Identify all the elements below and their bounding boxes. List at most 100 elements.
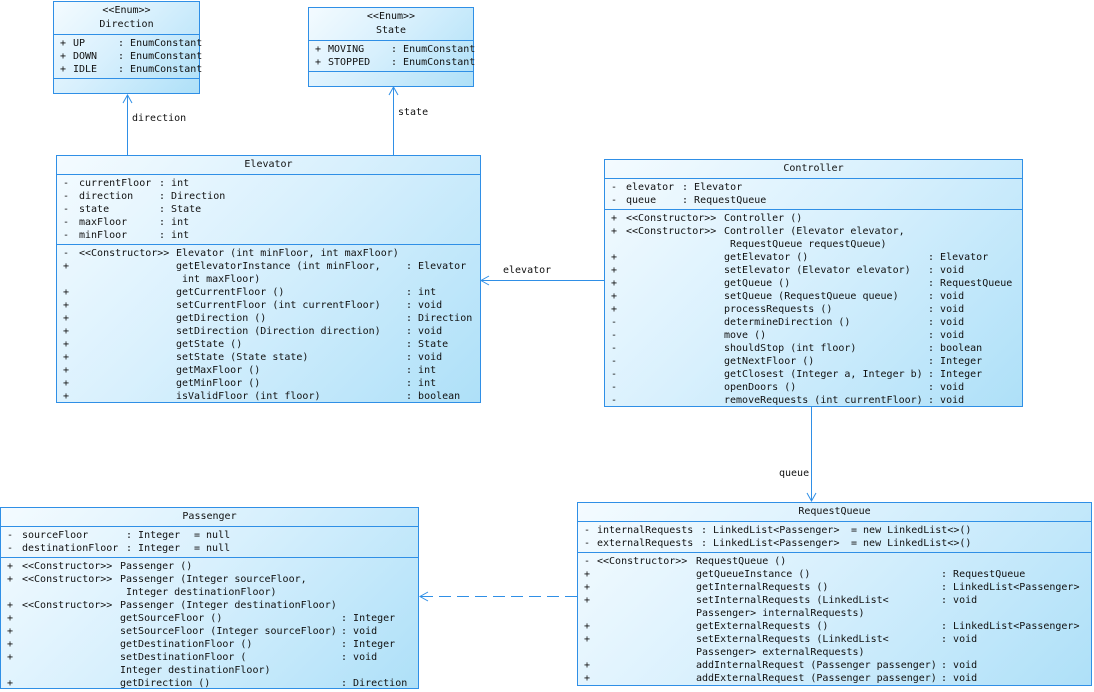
attributes-section: +MOVINGEnumConstant+STOPPEDEnumConstant (309, 41, 475, 72)
return-type: int (406, 286, 436, 299)
operation-row[interactable]: +getElevatorInstance (int minFloor,Eleva… (57, 260, 480, 273)
operation-row[interactable]: -<<Constructor>>RequestQueue () (578, 555, 1091, 568)
attribute-row[interactable]: -destinationFloorInteger= null (1, 542, 418, 555)
operation-row[interactable]: +setDestinationFloor (void (1, 651, 418, 664)
operation-row[interactable]: +getElevator ()Elevator (605, 251, 1022, 264)
operation-row[interactable]: +setCurrentFloor (int currentFloor)void (57, 299, 480, 312)
operation-row[interactable]: +setState (State state)void (57, 351, 480, 364)
class-passenger[interactable]: Passenger -sourceFloorInteger= null-desti… (0, 507, 419, 689)
class-direction[interactable]: <<Enum>>Direction +UPEnumConstant+DOWNEnu… (53, 1, 202, 94)
attribute-row[interactable]: +IDLEEnumConstant (54, 63, 202, 76)
class-requestqueue[interactable]: RequestQueue-internalRequestsLinkedList<… (577, 502, 1092, 686)
operation-row[interactable]: -openDoors ()void (605, 381, 1022, 394)
visibility: - (611, 195, 618, 206)
operation-row[interactable]: -getNextFloor ()Integer (605, 355, 1022, 368)
visibility: - (63, 217, 70, 228)
operation-row[interactable]: -move ()void (605, 329, 1022, 342)
operation-signature: getQueueInstance () (696, 569, 811, 580)
association-label-queue: queue (779, 468, 810, 479)
operation-row[interactable]: +getState ()State (57, 338, 480, 351)
class-controller[interactable]: Controller -elevatorElevator-queueRequest… (604, 159, 1023, 407)
return-type: Integer (928, 368, 982, 381)
operation-signature: Controller (Elevator elevator, (724, 226, 905, 237)
return-type: LinkedList<Passenger> (941, 620, 1079, 633)
class-elevator[interactable]: Elevator -currentFloorint-directionDirect… (56, 155, 481, 403)
return-type: Elevator (406, 260, 466, 273)
operation-row[interactable]: +setInternalRequests (LinkedList<void (578, 594, 1091, 607)
operation-row[interactable]: -determineDirection ()void (605, 316, 1022, 329)
operation-row[interactable]: +getMinFloor ()int (57, 377, 480, 390)
operation-row[interactable]: +getMaxFloor ()int (57, 364, 480, 377)
attribute-row[interactable]: -elevatorElevator (605, 181, 1022, 194)
operation-row[interactable]: +getExternalRequests ()LinkedList<Passen… (578, 620, 1091, 633)
visibility: + (63, 300, 70, 311)
attribute-row[interactable]: -sourceFloorInteger= null (1, 529, 418, 542)
attribute-row[interactable]: -directionDirection (57, 190, 480, 203)
attribute-type: EnumConstant (118, 63, 202, 76)
return-type: boolean (406, 390, 460, 403)
operation-row[interactable]: +setSourceFloor (Integer sourceFloor)voi… (1, 625, 418, 638)
attribute-row[interactable]: +MOVINGEnumConstant (309, 43, 475, 56)
operation-row[interactable]: +setElevator (Elevator elevator)void (605, 264, 1022, 277)
operation-row[interactable]: +addInternalRequest (Passenger passenger… (578, 659, 1091, 672)
visibility: - (611, 343, 618, 354)
operation-signature: Controller () (724, 213, 803, 224)
operation-row[interactable]: +getQueue ()RequestQueue (605, 277, 1022, 290)
operation-row[interactable]: +getDirection ()Direction (1, 677, 418, 690)
operation-row[interactable]: +<<Constructor>>Passenger (Integer sourc… (1, 573, 418, 586)
class-name: State (375, 25, 407, 36)
return-type: LinkedList<Passenger> (941, 581, 1079, 594)
operation-row[interactable]: -removeRequests (int currentFloor)void (605, 394, 1022, 407)
operation-row[interactable]: +<<Constructor>>Controller (Elevator ele… (605, 225, 1022, 238)
operation-row[interactable]: -shouldStop (int floor)boolean (605, 342, 1022, 355)
attribute-row[interactable]: -stateState (57, 203, 480, 216)
class-header: Controller (605, 160, 1022, 179)
operation-row[interactable]: +setQueue (RequestQueue queue)void (605, 290, 1022, 303)
operation-row[interactable]: +<<Constructor>>Passenger () (1, 560, 418, 573)
attribute-row[interactable]: -externalRequestsLinkedList<Passenger>= … (578, 537, 1091, 550)
attribute-row[interactable]: -queueRequestQueue (605, 194, 1022, 207)
attribute-row[interactable]: +UPEnumConstant (54, 37, 202, 50)
operation-continuation[interactable]: int maxFloor) (57, 273, 480, 286)
attribute-row[interactable]: -minFloorint (57, 229, 480, 242)
operation-continuation[interactable]: Integer destinationFloor) (1, 586, 418, 599)
operation-row[interactable]: +getCurrentFloor ()int (57, 286, 480, 299)
operation-row[interactable]: +<<Constructor>>Passenger (Integer desti… (1, 599, 418, 612)
operation-continuation[interactable]: Integer destinationFloor) (1, 664, 418, 677)
attribute-row[interactable]: +STOPPEDEnumConstant (309, 56, 475, 69)
operation-row[interactable]: +getQueueInstance ()RequestQueue (578, 568, 1091, 581)
visibility: + (7, 574, 14, 585)
operation-row[interactable]: -<<Constructor>>Elevator (int minFloor, … (57, 247, 480, 260)
operation-signature: getClosest (Integer a, Integer b) (724, 369, 923, 380)
operation-row[interactable]: -getClosest (Integer a, Integer b)Intege… (605, 368, 1022, 381)
class-name: Controller (783, 163, 844, 174)
operation-row[interactable]: +processRequests ()void (605, 303, 1022, 316)
return-type: void (941, 672, 977, 685)
operation-continuation[interactable]: Passenger> internalRequests) (578, 607, 1091, 620)
attribute-row[interactable]: -currentFloorint (57, 177, 480, 190)
class-name: Passenger (182, 511, 237, 522)
attribute-row[interactable]: +DOWNEnumConstant (54, 50, 202, 63)
operation-row[interactable]: +getSourceFloor ()Integer (1, 612, 418, 625)
operation-row[interactable]: +getDirection ()Direction (57, 312, 480, 325)
return-type: Direction (406, 312, 472, 325)
attribute-name: UP (73, 38, 86, 49)
operation-row[interactable]: +getInternalRequests ()LinkedList<Passen… (578, 581, 1091, 594)
operation-signature: addExternalRequest (Passenger passenger) (696, 673, 937, 684)
class-header: <<Enum>>Direction (54, 2, 199, 35)
class-state[interactable]: <<Enum>>State+MOVINGEnumConstant+STOPPED… (308, 7, 475, 87)
arrowhead-icon (418, 591, 429, 602)
visibility: + (584, 673, 591, 684)
attribute-name: maxFloor (79, 217, 128, 228)
operation-row[interactable]: +setExternalRequests (LinkedList<void (578, 633, 1091, 646)
operation-row[interactable]: + addExternalRequest (Passenger passenger… (578, 672, 1091, 685)
operation-row[interactable]: +<<Constructor>>Controller () (605, 212, 1022, 225)
operation-row[interactable]: +isValidFloor (int floor)boolean (57, 390, 480, 403)
attribute-row[interactable]: -maxFloorint (57, 216, 480, 229)
operation-continuation[interactable]: Passenger> externalRequests) (578, 646, 1091, 659)
operation-row[interactable]: +getDestinationFloor ()Integer (1, 638, 418, 651)
operation-row[interactable]: +setDirection (Direction direction)void (57, 325, 480, 338)
attribute-name: internalRequests (597, 525, 694, 536)
operation-continuation[interactable]: RequestQueue requestQueue) (605, 238, 1022, 251)
attribute-row[interactable]: -internalRequestsLinkedList<Passenger>= … (578, 524, 1091, 537)
